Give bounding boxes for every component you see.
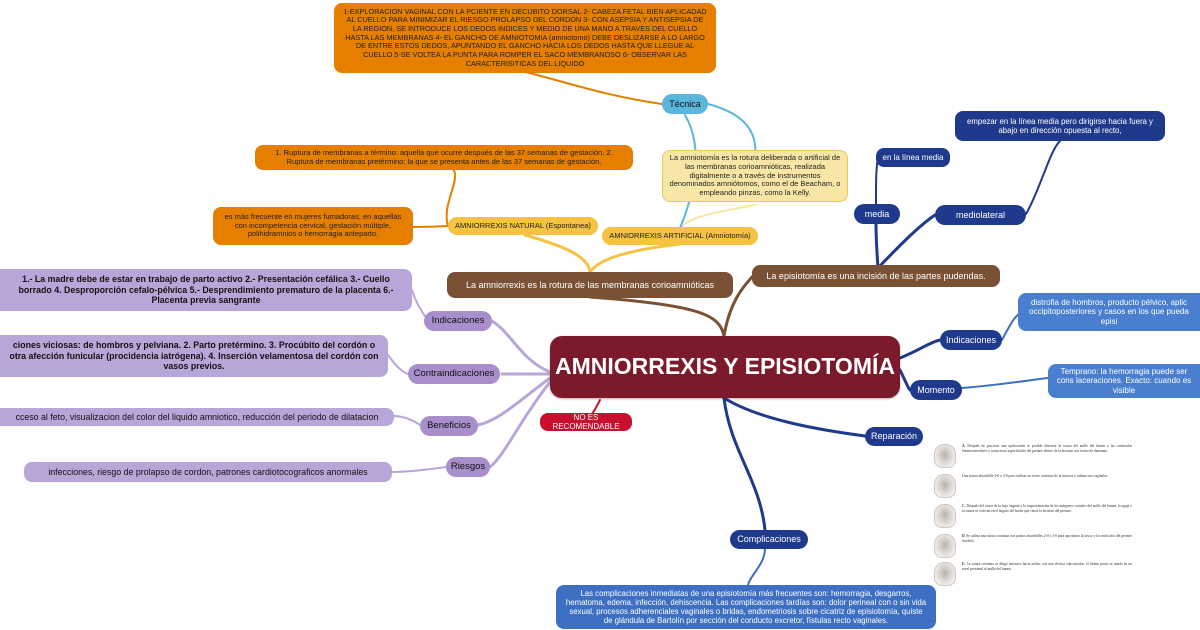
mediolateral-detail-text: empezar en la línea media pero dirigirse… [967,116,1153,135]
illustration-step-text: E. La sutura continua se dirige entonces… [962,562,1132,571]
illustration-step-text: A. Después de practicar una episiotomía … [962,444,1132,453]
complicaciones-label: Complicaciones [737,534,801,545]
illustration-step-text: Una sutura absorbible 2-0 o 3-0 para rea… [962,474,1108,478]
perineum-illustration-icon [934,474,956,498]
episiotomia-heading: La episiotomía es una incisión de las pa… [766,270,986,281]
contraindicaciones-label: Contraindicaciones [413,368,495,380]
momento-text: Temprano: la hemorragia puede ser cons l… [1056,366,1192,395]
central-topic-title: AMNIORREXIS Y EPISIOTOMÍA [555,353,895,380]
contraindicaciones-node[interactable]: Contraindicaciones [408,364,500,384]
reparacion-illustration: A. Después de practicar una episiotomía … [930,440,1135,586]
perineum-illustration-icon [934,504,956,528]
illustration-step-text: C. Después del cierre de la hoja vaginal… [962,504,1132,513]
natural-note-node[interactable]: es más frecuente en mujeres fumadoras, e… [213,207,413,245]
illustration-step: E. La sutura continua se dirige entonces… [930,560,1135,586]
riesgos-text: infecciones, riesgo de prolapso de cordo… [48,466,368,477]
natural-note-text: es más frecuente en mujeres fumadoras, e… [224,211,402,239]
mediolateral-label: mediolateral [955,209,1006,220]
no-recomendable-tag[interactable]: NO ES RECOMENDABLE [540,413,632,431]
amniorrexis-artificial-node[interactable]: AMNIORREXIS ARTIFICIAL (Amniotomía) [602,227,758,245]
media-label: media [864,208,890,219]
media-detail-node[interactable]: en la línea media [876,148,950,167]
perineum-illustration-icon [934,444,956,468]
mediolateral-node[interactable]: mediolateral [935,205,1026,225]
episiotomia-heading-node[interactable]: La episiotomía es una incisión de las pa… [752,265,1000,287]
illustration-step: D. Se utiliza una sutura continua con pu… [930,532,1135,558]
beneficios-node[interactable]: Beneficios [420,416,478,436]
mediolateral-detail-node[interactable]: empezar en la línea media pero dirigirse… [955,111,1165,141]
tecnica-label: Técnica [669,98,701,109]
amniorrexis-indicaciones-text: 1.- La madre debe de estar en trabajo de… [18,274,394,306]
complicaciones-text-node[interactable]: Las complicaciones inmediatas de una epi… [556,585,936,629]
complicaciones-text: Las complicaciones inmediatas de una epi… [565,588,927,626]
riesgos-node[interactable]: Riesgos [446,457,490,477]
episiotomia-indicaciones-label: Indicaciones [945,334,997,345]
beneficios-text: cceso al feto, visualizacion del color d… [15,411,379,422]
natural-definition-node[interactable]: 1. Ruptura de membranas a término: aquel… [255,145,633,170]
tecnica-text: 1-EXPLORACION VAGINAL CON LA PCIENTE EN … [343,6,707,68]
media-node[interactable]: media [854,204,900,224]
natural-definition-text: 1. Ruptura de membranas a término: aquel… [275,147,613,166]
momento-text-node[interactable]: Temprano: la hemorragia puede ser cons l… [1048,364,1200,398]
no-recomendable-text: NO ES RECOMENDABLE [552,413,620,431]
beneficios-label: Beneficios [427,420,471,432]
central-topic-node[interactable]: AMNIORREXIS Y EPISIOTOMÍA [550,336,900,398]
amniorrexis-natural-label: AMNIORREXIS NATURAL (Espontanea) [455,220,591,230]
amniorrexis-indicaciones-text-node[interactable]: 1.- La madre debe de estar en trabajo de… [0,269,412,311]
momento-label: Momento [917,384,955,395]
perineum-illustration-icon [934,534,956,558]
episiotomia-indicaciones-text: distrofia de hombros, producto pélvico, … [1029,297,1189,326]
illustration-step: Una sutura absorbible 2-0 o 3-0 para rea… [930,472,1135,498]
amniorrexis-heading-node[interactable]: La amniorrexis es la rotura de las membr… [447,272,733,298]
amniorrexis-indicaciones-node[interactable]: Indicaciones [424,311,492,331]
complicaciones-node[interactable]: Complicaciones [730,530,808,549]
riesgos-text-node[interactable]: infecciones, riesgo de prolapso de cordo… [24,462,392,482]
illustration-step-text: D. Se utiliza una sutura continua con pu… [962,534,1132,543]
riesgos-label: Riesgos [450,461,486,473]
amniorrexis-indicaciones-label: Indicaciones [431,315,485,327]
episiotomia-indicaciones-text-node[interactable]: distrofia de hombros, producto pélvico, … [1018,293,1200,331]
contraindicaciones-text-node[interactable]: ciones viciosas: de hombros y pelviana. … [0,335,388,377]
momento-node[interactable]: Momento [910,380,962,400]
beneficios-text-node[interactable]: cceso al feto, visualizacion del color d… [0,408,394,426]
reparacion-label: Reparación [870,431,918,442]
episiotomia-indicaciones-node[interactable]: Indicaciones [940,330,1002,350]
amniorrexis-heading: La amniorrexis es la rotura de las membr… [465,279,715,290]
media-detail-text: en la línea media [882,152,944,162]
artificial-definition-text: La amniotomía es la rotura deliberada o … [669,152,841,198]
illustration-step: A. Después de practicar una episiotomía … [930,442,1135,468]
tecnica-text-node[interactable]: 1-EXPLORACION VAGINAL CON LA PCIENTE EN … [334,3,716,73]
tecnica-node[interactable]: Técnica [662,94,708,114]
reparacion-node[interactable]: Reparación [865,427,923,446]
perineum-illustration-icon [934,562,956,586]
illustration-step: C. Después del cierre de la hoja vaginal… [930,502,1135,528]
amniorrexis-artificial-label: AMNIORREXIS ARTIFICIAL (Amniotomía) [609,230,751,240]
artificial-definition-node[interactable]: La amniotomía es la rotura deliberada o … [662,150,848,202]
contraindicaciones-text: ciones viciosas: de hombros y pelviana. … [9,340,379,372]
amniorrexis-natural-node[interactable]: AMNIORREXIS NATURAL (Espontanea) [448,217,598,235]
